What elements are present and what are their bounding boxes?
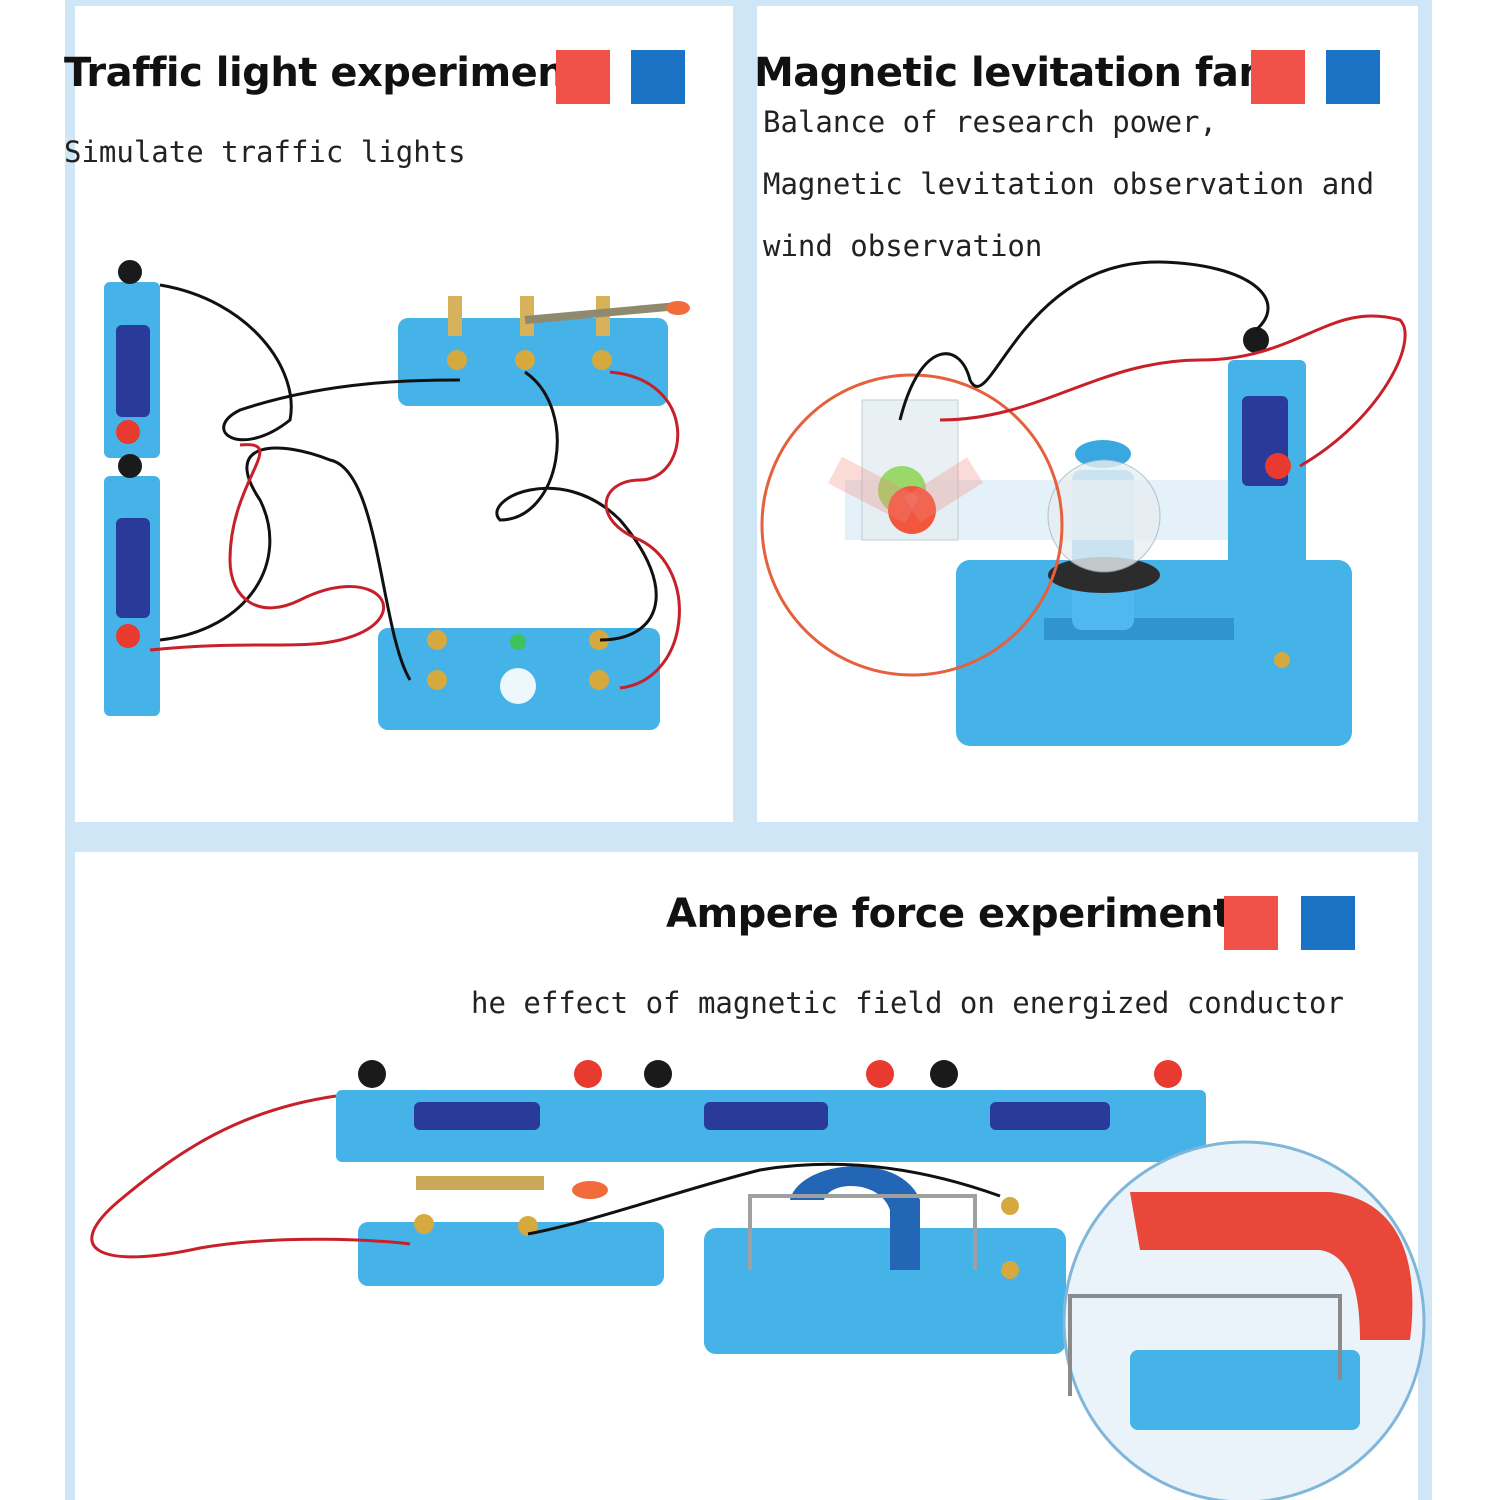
red-swatch — [556, 50, 610, 104]
frame-right-band — [1418, 0, 1432, 1500]
frame-middle-band — [65, 822, 1432, 852]
blue-swatch — [1301, 896, 1355, 950]
traffic-light-panel — [75, 6, 733, 822]
ampere-subtitle: he effect of magnetic field on energized… — [471, 986, 1344, 1020]
ampere-title: Ampere force experiment — [666, 891, 1232, 937]
traffic-light-title: Traffic light experiment — [64, 50, 584, 96]
levitation-description-line-2: Magnetic levitation observation and — [763, 167, 1375, 201]
red-swatch — [1251, 50, 1305, 104]
traffic-light-subtitle: Simulate traffic lights — [64, 135, 466, 169]
blue-swatch — [631, 50, 685, 104]
red-swatch — [1224, 896, 1278, 950]
levitation-description-line-1: Balance of research power, — [763, 105, 1217, 139]
levitation-title: Magnetic levitation fan — [754, 50, 1267, 96]
levitation-description-line-3: wind observation — [763, 229, 1043, 263]
ampere-panel — [75, 852, 1418, 1500]
blue-swatch — [1326, 50, 1380, 104]
frame-center-band — [733, 0, 757, 830]
frame-top-band — [75, 0, 1418, 6]
frame-left-band — [65, 0, 75, 1500]
